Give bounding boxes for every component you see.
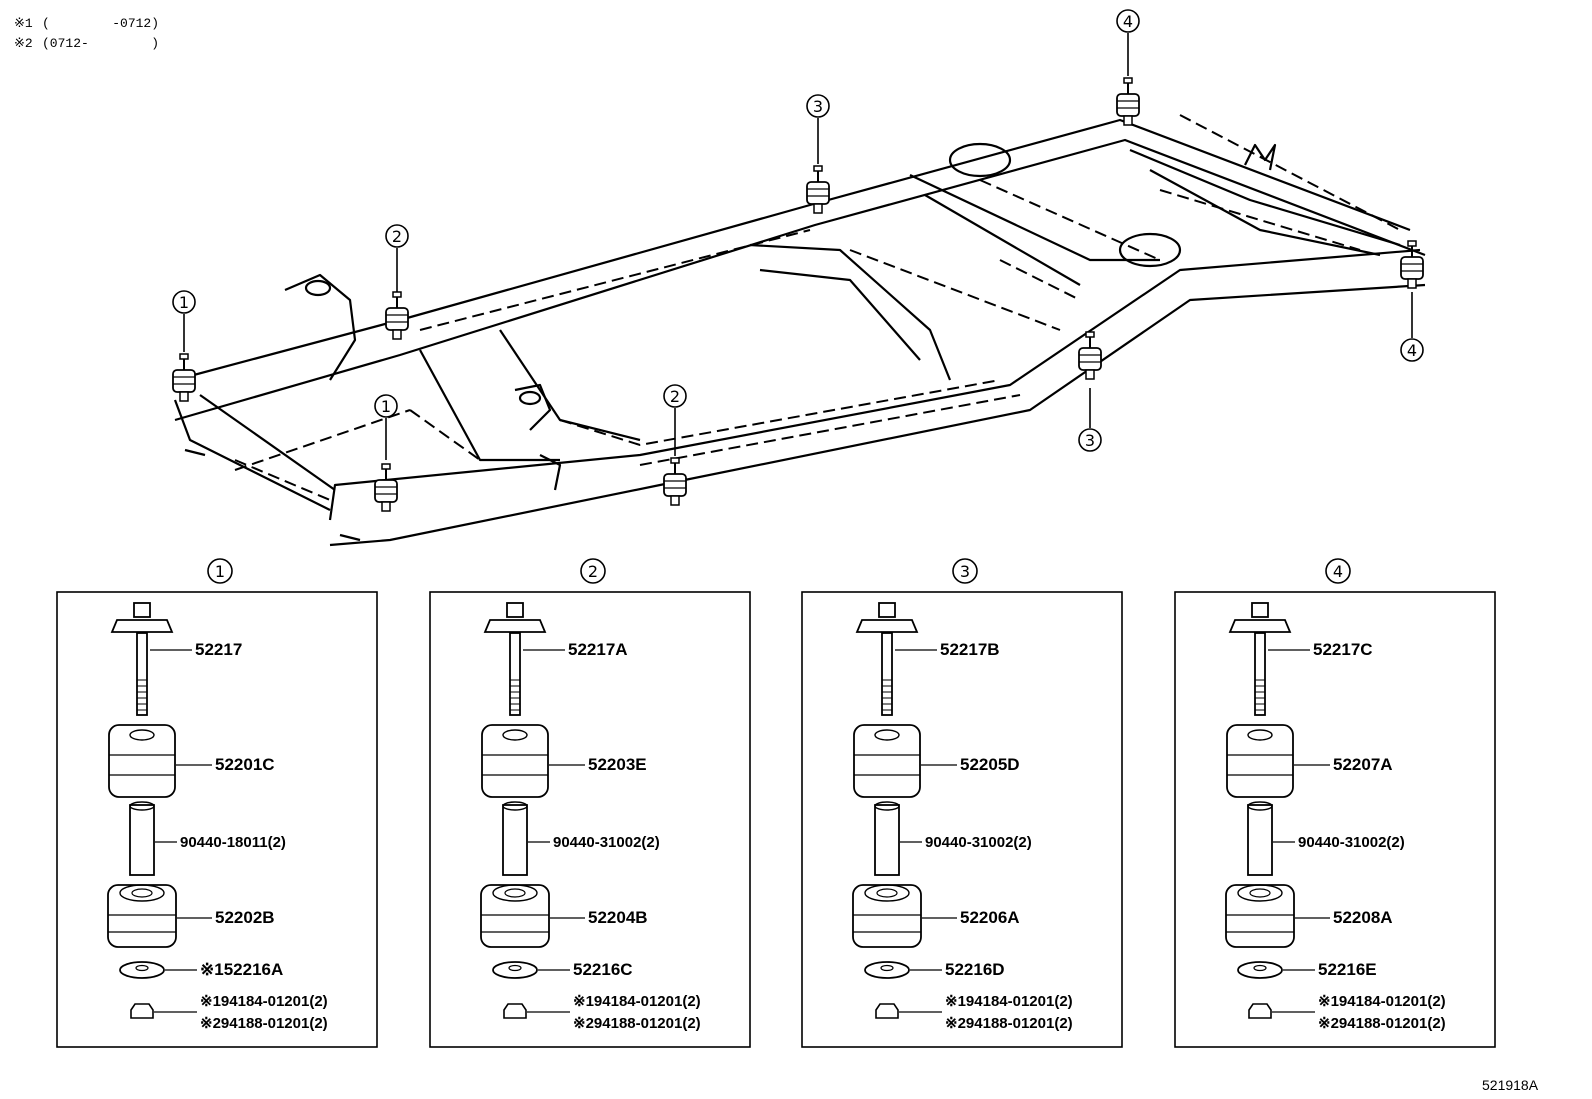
nut (1248, 1003, 1272, 1019)
upper-cushion-part-number: 52205D (960, 755, 1020, 774)
nut (503, 1003, 527, 1019)
frame-mount-2-front (385, 291, 409, 340)
frame-callout-numbers: 1 1 2 2 3 3 4 4 (179, 12, 1417, 450)
bolt-part-number: 52217B (940, 640, 1000, 659)
detail-panels: 1 52217 52201C 90440-18011(2) 52202B ※152216A… (56, 558, 1496, 1048)
panel-box (801, 591, 1123, 1048)
lower-cushion (1225, 884, 1295, 948)
lower-cushion-part-number: 52204B (588, 908, 648, 927)
lower-cushion (480, 884, 550, 948)
lower-cushion (107, 884, 177, 948)
callout-3a: 3 (813, 97, 823, 116)
upper-cushion-part-number: 52207A (1333, 755, 1393, 774)
upper-cushion (853, 724, 921, 798)
note-2-text: (0712- ) (42, 36, 159, 51)
bolt-head (1251, 602, 1269, 618)
bolt-part-number: 52217C (1313, 640, 1373, 659)
bolt-head (506, 602, 524, 618)
upper-cushion (481, 724, 549, 798)
note-2-mark: ※2 (14, 36, 33, 51)
frame-mount-3-rear (1078, 331, 1102, 380)
collar-sleeve (129, 804, 155, 876)
nut-part-number-2: ※294188-01201(2) (1318, 1015, 1446, 1032)
sleeve-part-number: 90440-31002(2) (1298, 834, 1405, 851)
collar-sleeve (502, 804, 528, 876)
nut-part-number-1: ※194184-01201(2) (573, 993, 701, 1010)
upper-cushion-part-number: 52201C (215, 755, 275, 774)
bolt-flange (483, 619, 547, 633)
nut-part-number-2: ※294188-01201(2) (945, 1015, 1073, 1032)
washer-part-number: 52216C (573, 960, 633, 979)
bolt-shank (509, 632, 521, 716)
panel-box (56, 591, 378, 1048)
frame-mount-1-rear (374, 463, 398, 512)
bolt-head (133, 602, 151, 618)
ladder-frame (173, 118, 1426, 547)
panel-number: 2 (588, 562, 598, 581)
nut-part-number-2: ※294188-01201(2) (200, 1015, 328, 1032)
callout-1a: 1 (179, 293, 189, 312)
bolt-shank (881, 632, 893, 716)
bolt-part-number: 52217A (568, 640, 628, 659)
panel-number: 1 (215, 562, 225, 581)
washer-part-number: 52216D (945, 960, 1005, 979)
panel-box (429, 591, 751, 1048)
upper-cushion (1226, 724, 1294, 798)
nut (130, 1003, 154, 1019)
panel-number-circle (952, 558, 978, 584)
frame-mount-1-front (172, 353, 196, 402)
nut-part-number-2: ※294188-01201(2) (573, 1015, 701, 1032)
collar-sleeve (874, 804, 900, 876)
serial-notes: ※1 ( -0712) ※2 (0712- ) (14, 16, 159, 51)
nut-part-number-1: ※194184-01201(2) (945, 993, 1073, 1010)
panel-box (1174, 591, 1496, 1048)
drawing-code: 521918A (1482, 1077, 1539, 1093)
frame-hidden-lines (234, 114, 1401, 501)
note-1-mark: ※1 (14, 16, 33, 31)
sleeve-part-number: 90440-18011(2) (180, 834, 286, 851)
panel-number-circle (580, 558, 606, 584)
bolt-part-number: 52217 (195, 640, 242, 659)
callout-4a: 4 (1123, 12, 1133, 31)
nut-part-number-1: ※194184-01201(2) (200, 993, 328, 1010)
frame-mount-2-rear (663, 457, 687, 506)
panel-3: 3 52217B 52205D 90440-31002(2) 52206A 52216D ※… (801, 558, 1123, 1048)
panel-number-circle (1325, 558, 1351, 584)
panel-2: 2 52217A 52203E 90440-31002(2) 52204B 52216C ※… (429, 558, 751, 1048)
nut (875, 1003, 899, 1019)
lower-cushion (852, 884, 922, 948)
note-1-text: ( -0712) (42, 16, 159, 31)
lower-cushion-part-number: 52208A (1333, 908, 1393, 927)
upper-cushion (108, 724, 176, 798)
callout-3b: 3 (1085, 431, 1095, 450)
lower-cushion-part-number: 52202B (215, 908, 275, 927)
panel-number-circle (207, 558, 233, 584)
panel-number: 3 (960, 562, 970, 581)
panel-4: 4 52217C 52207A 90440-31002(2) 52208A 52216E ※… (1174, 558, 1496, 1048)
callout-1b: 1 (381, 397, 391, 416)
bolt-flange (1228, 619, 1292, 633)
bolt-flange (855, 619, 919, 633)
bolt-shank (1254, 632, 1266, 716)
callout-2a: 2 (392, 227, 402, 246)
washer-part-number: ※152216A (200, 960, 283, 979)
bolt-flange (110, 619, 174, 633)
callout-2b: 2 (670, 387, 680, 406)
upper-cushion-part-number: 52203E (588, 755, 647, 774)
nut-part-number-1: ※194184-01201(2) (1318, 993, 1446, 1010)
collar-sleeve (1247, 804, 1273, 876)
callout-4b: 4 (1407, 341, 1417, 360)
washer-part-number: 52216E (1318, 960, 1377, 979)
lower-cushion-part-number: 52206A (960, 908, 1020, 927)
sleeve-part-number: 90440-31002(2) (553, 834, 660, 851)
panel-1: 1 52217 52201C 90440-18011(2) 52202B ※152216A… (56, 558, 378, 1048)
bolt-head (878, 602, 896, 618)
panel-number: 4 (1333, 562, 1343, 581)
sleeve-part-number: 90440-31002(2) (925, 834, 1032, 851)
bolt-shank (136, 632, 148, 716)
frame-callouts (172, 9, 1424, 460)
frame-mount-4-front (1116, 77, 1140, 126)
